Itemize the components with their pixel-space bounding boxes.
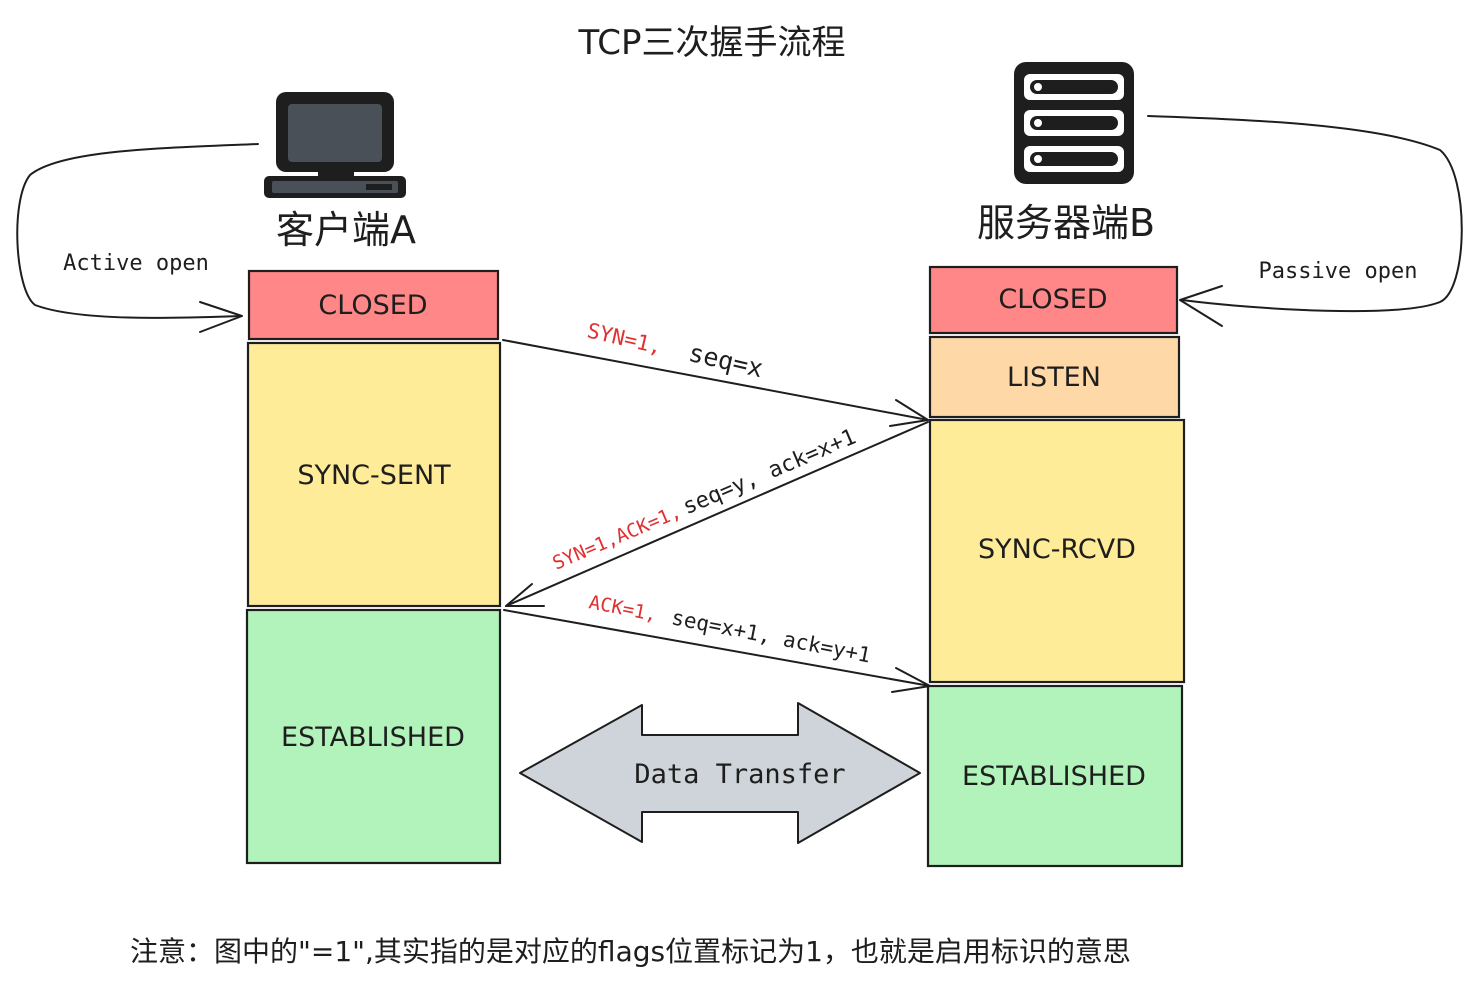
client-state-sync-sent-label: SYNC-SENT	[297, 460, 451, 491]
passive-open-arrowhead	[1179, 285, 1223, 327]
data-transfer-arrow	[519, 702, 921, 844]
syn-ack-arrowhead	[505, 583, 545, 607]
data-transfer-label: Data Transfer	[634, 759, 845, 790]
ack-flags: ACK=1,	[587, 591, 659, 626]
client-state-established	[245, 608, 502, 865]
client-label: 客户端A	[276, 208, 416, 252]
client-state-established-label: ESTABLISHED	[281, 722, 465, 753]
passive-open-arrow	[1147, 115, 1463, 313]
footnote: 注意：图中的"=1",其实指的是对应的flags位置标记为1，也就是启用标识的意…	[130, 935, 1131, 968]
server-state-sync-rcvd	[928, 418, 1186, 684]
computer-icon	[264, 92, 406, 198]
server-state-established-label: ESTABLISHED	[962, 761, 1146, 792]
passive-open-label: Passive open	[1259, 259, 1418, 284]
active-open-label: Active open	[63, 251, 209, 276]
syn-ack-arrow	[505, 421, 929, 607]
server-state-listen	[928, 335, 1181, 419]
syn-flags: SYN=1,	[585, 318, 664, 358]
ack-message: ACK=1, seq=x+1, ack=y+1	[587, 591, 873, 667]
server-state-listen-label: LISTEN	[1007, 362, 1101, 393]
syn-arrow	[502, 339, 929, 421]
active-open-arrow	[16, 143, 259, 319]
server-state-sync-rcvd-label: SYNC-RCVD	[978, 534, 1136, 565]
client-state-closed-label: CLOSED	[318, 290, 427, 321]
syn-ack-fields: seq=y, ack=x+1	[679, 425, 859, 520]
server-state-closed	[928, 265, 1179, 335]
active-open-arrowhead	[199, 301, 243, 333]
syn-arrowhead	[889, 399, 929, 427]
ack-arrow	[503, 609, 931, 687]
syn-ack-message: SYN=1,ACK=1, seq=y, ack=x+1	[549, 425, 859, 575]
server-state-established	[926, 684, 1184, 868]
server-icon	[1014, 62, 1134, 184]
ack-arrowhead	[891, 667, 931, 693]
client-state-sync-sent	[246, 341, 502, 608]
client-state-closed	[247, 269, 500, 341]
server-state-closed-label: CLOSED	[998, 284, 1107, 315]
diagram-title: TCP三次握手流程	[577, 23, 845, 63]
server-label: 服务器端B	[977, 201, 1155, 245]
